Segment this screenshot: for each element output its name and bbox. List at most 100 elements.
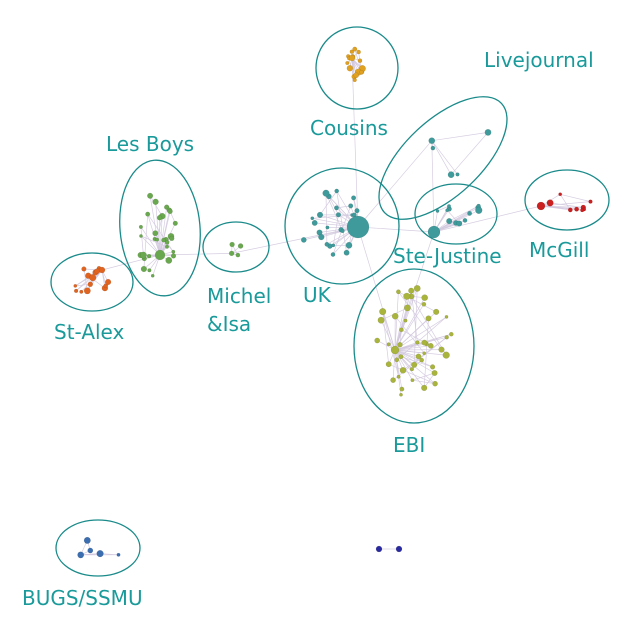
- node-ebi: [448, 331, 454, 337]
- edge-mcgill: [560, 193, 591, 202]
- node-ebi: [385, 361, 392, 368]
- node-ebi: [374, 337, 381, 344]
- edge-ebi: [394, 291, 399, 351]
- node-livejournal: [455, 172, 460, 177]
- edge-ste-justine: [437, 205, 450, 212]
- node-ebi: [377, 316, 385, 324]
- ring-mcgill: [524, 169, 610, 231]
- node-uk: [318, 233, 325, 241]
- node-st-alex: [87, 281, 94, 288]
- node-ebi: [396, 374, 401, 379]
- edge-ebi: [423, 372, 435, 389]
- edge-ebi: [394, 349, 433, 368]
- node-ebi: [442, 351, 450, 359]
- node-mcgill: [536, 201, 546, 211]
- node-les-boys: [164, 240, 170, 245]
- edge-bridge: [357, 140, 433, 228]
- node-ebi: [433, 308, 440, 316]
- node-les-boys: [140, 265, 148, 273]
- node-les-boys: [146, 253, 152, 259]
- node-uk: [340, 228, 345, 234]
- node-uk: [346, 215, 370, 239]
- node-bugs-ssmu: [87, 547, 94, 554]
- node-les-boys: [171, 249, 176, 254]
- node-uk: [351, 195, 357, 201]
- edge-bridge: [357, 226, 435, 233]
- edge-bridge: [231, 226, 359, 254]
- node-isolated-pair: [395, 545, 403, 553]
- edge-ebi: [394, 349, 435, 374]
- edge-ste-justine: [449, 205, 479, 222]
- node-st-alex: [89, 274, 97, 282]
- node-les-boys: [164, 244, 170, 249]
- label-mcgill: McGill: [529, 238, 589, 262]
- node-mcgill: [546, 199, 554, 207]
- node-les-boys: [155, 237, 160, 242]
- edge-livejournal: [431, 132, 489, 142]
- label-ebi: EBI: [393, 433, 425, 457]
- node-ebi: [438, 346, 445, 353]
- node-cousins: [352, 46, 358, 52]
- node-ebi: [422, 351, 427, 356]
- node-livejournal: [428, 137, 436, 145]
- node-ebi: [379, 308, 387, 316]
- node-les-boys: [139, 251, 147, 259]
- node-les-boys: [152, 230, 159, 237]
- node-mcgill: [558, 192, 563, 197]
- edge-les-boys: [147, 213, 174, 252]
- node-ebi: [397, 341, 403, 348]
- node-ste-justine: [456, 220, 463, 227]
- label-les-boys: Les Boys: [106, 132, 194, 156]
- node-les-boys: [145, 211, 151, 217]
- node-ebi: [396, 289, 401, 295]
- node-st-alex: [83, 287, 91, 295]
- node-uk: [300, 237, 307, 243]
- node-ste-justine: [446, 204, 452, 209]
- node-uk: [335, 212, 341, 218]
- edge-ebi: [394, 349, 399, 377]
- label-isa: &Isa: [207, 312, 251, 336]
- node-ebi: [403, 292, 411, 300]
- node-ebi: [413, 284, 421, 292]
- node-les-boys: [139, 234, 143, 238]
- ring-cousins: [315, 26, 399, 110]
- node-uk: [348, 203, 354, 209]
- node-isolated-pair: [375, 545, 383, 553]
- node-cousins: [356, 49, 361, 55]
- node-ebi: [410, 378, 415, 383]
- node-cousins: [349, 49, 354, 54]
- node-les-boys: [167, 208, 173, 215]
- node-ebi: [390, 377, 396, 383]
- node-cousins: [346, 64, 354, 72]
- node-uk: [311, 219, 318, 226]
- node-bugs-ssmu: [77, 551, 85, 559]
- nodes-layer: [73, 46, 593, 559]
- node-ebi: [415, 353, 422, 360]
- node-bugs-ssmu: [116, 552, 121, 557]
- node-michel-isa: [235, 252, 241, 258]
- label-uk: UK: [303, 283, 332, 307]
- node-ebi: [411, 361, 418, 368]
- label-michel: Michel: [207, 284, 271, 308]
- edge-ebi: [392, 349, 396, 381]
- edge-ebi: [394, 297, 426, 351]
- edge-les-boys: [140, 226, 144, 256]
- node-st-alex: [81, 266, 87, 272]
- node-michel-isa: [228, 250, 235, 257]
- node-ebi: [415, 340, 420, 345]
- node-ebi: [399, 392, 403, 397]
- edge-ebi: [382, 311, 399, 377]
- node-livejournal: [447, 171, 455, 179]
- node-uk: [343, 249, 350, 256]
- node-ebi: [425, 315, 432, 322]
- node-cousins: [357, 58, 363, 63]
- node-cousins: [353, 72, 360, 79]
- node-les-boys: [152, 198, 159, 205]
- node-ebi: [419, 357, 425, 363]
- edge-st-alex: [83, 268, 88, 291]
- node-ebi: [398, 354, 404, 360]
- node-ebi: [394, 357, 400, 363]
- node-ebi: [429, 364, 436, 370]
- edge-mcgill: [550, 202, 584, 208]
- node-les-boys: [165, 256, 173, 264]
